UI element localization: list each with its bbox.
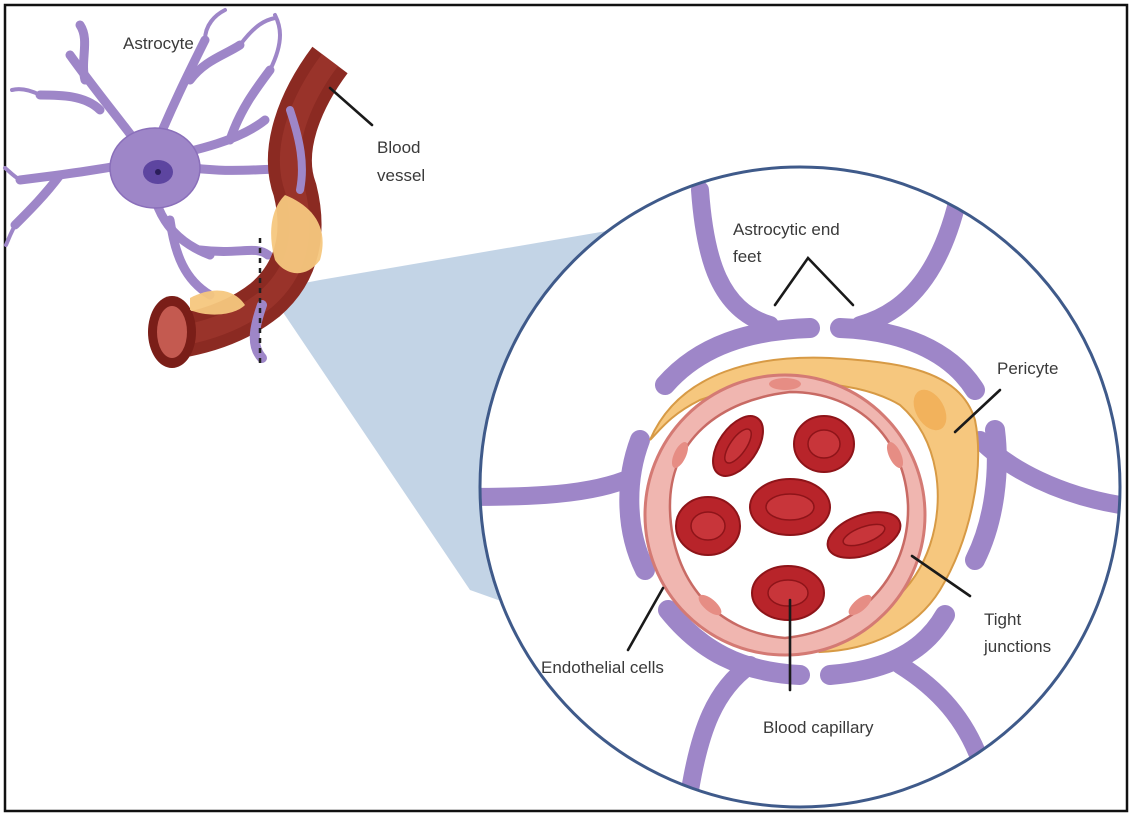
label-tight-1: Tight — [984, 610, 1021, 629]
label-blood-vessel-1: Blood — [377, 138, 420, 157]
label-blood-capillary: Blood capillary — [763, 718, 874, 737]
label-astrocyte: Astrocyte — [123, 34, 194, 53]
pericyte-leader — [953, 388, 1002, 434]
label-endothelial: Endothelial cells — [541, 658, 664, 677]
blood-vessel-leader — [328, 86, 374, 127]
label-blood-vessel-2: vessel — [377, 166, 425, 185]
label-tight-2: junctions — [983, 637, 1051, 656]
label-pericyte: Pericyte — [997, 359, 1058, 378]
blood-vessel — [148, 46, 348, 368]
tight-junctions-leader — [910, 554, 972, 598]
red-blood-cells — [675, 415, 902, 621]
end-feet-leader — [773, 255, 855, 307]
endothelial-leader — [626, 586, 665, 652]
cross-section — [478, 165, 1122, 809]
zoom-circle-border — [478, 165, 1122, 809]
label-end-feet-2: feet — [733, 247, 762, 266]
label-end-feet-1: Astrocytic end — [733, 220, 840, 239]
